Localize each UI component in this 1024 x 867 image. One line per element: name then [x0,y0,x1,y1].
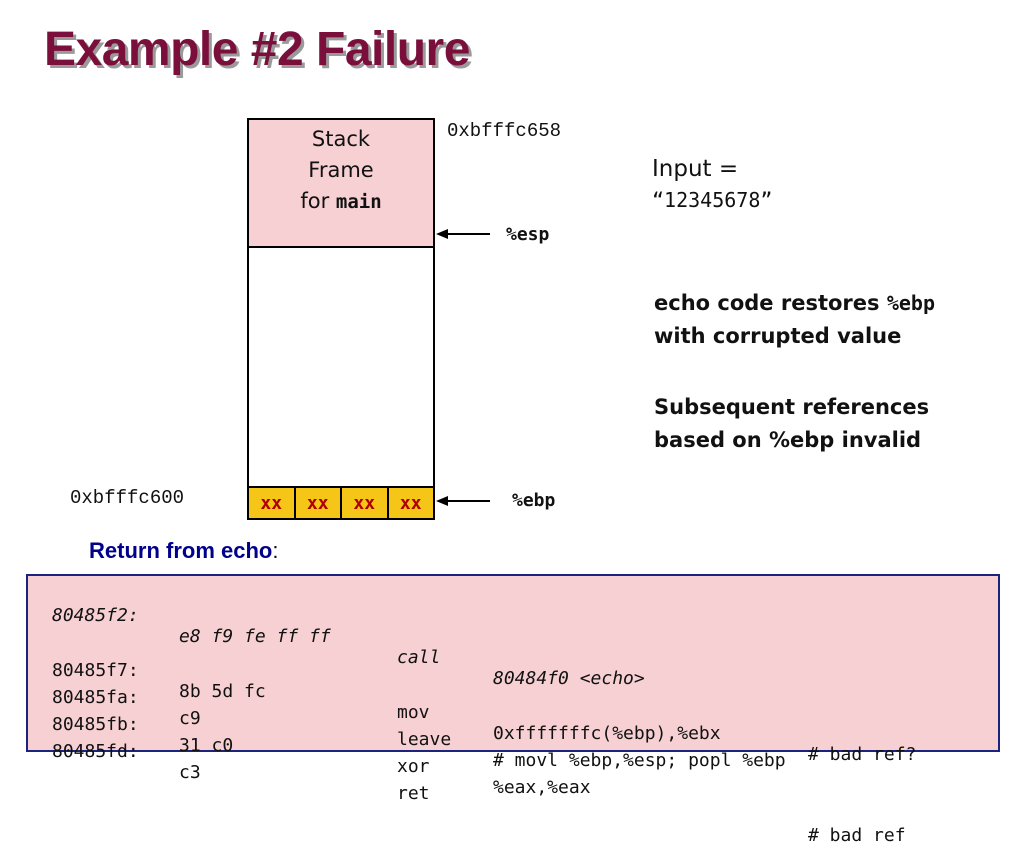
code-opcode: call [397,647,441,668]
ebp-label: %ebp [512,490,556,511]
code-address: 80485fd: [52,741,139,762]
note-restore-line1: echo code restores %ebp [654,287,935,320]
code-bytes: 31 c0 [179,735,234,756]
code-address: 80485fa: [52,687,139,708]
code-bytes: e8 f9 fe ff ff [179,626,331,647]
code-bytes: c9 [179,708,201,729]
slide-title: Example #2 Failure [44,23,470,76]
code-args: 80484f0 <echo> [493,668,645,689]
esp-arrow-icon [436,229,490,239]
note-invalid-line2: based on %ebp invalid [654,428,922,452]
buffer-cells: xx xx xx xx [249,486,433,518]
frame-label-line3: for main [249,186,433,218]
note-restore-register: %ebp [886,291,935,315]
code-line: 80485f2: e8 f9 fe ff ff call 80484f0 <ec… [52,584,645,731]
input-label-text: Input = [652,156,739,182]
code-line: 80485fd: c3 ret # bad ref [52,720,906,867]
code-opcode: ret [397,783,430,804]
frame-label-for: for [300,189,336,213]
note-invalid-line1: Subsequent references [654,395,930,419]
esp-label: %esp [506,224,550,245]
code-args: 0xfffffffc(%ebp),%ebx [493,723,721,744]
return-label-strong: Return from echo [89,538,273,563]
code-line: 80485f7: 8b 5d fc mov 0xfffffffc(%ebp),%… [52,639,916,786]
code-opcode: xor [397,756,430,777]
note-invalid: Subsequent references based on %ebp inva… [654,391,929,457]
buffer-cell: xx [249,486,296,518]
code-args: # movl %ebp,%esp; popl %ebp [493,750,786,771]
input-value: “12345678” [652,188,773,212]
code-line: 80485fa: c9 leave # movl %ebp,%esp; popl… [52,666,786,813]
stack-frame-main: Stack Frame for main [249,120,433,248]
code-comment: # bad ref? [808,744,917,765]
code-comment: # bad ref [808,825,906,846]
note-restore-line2: with corrupted value [654,324,902,348]
code-bytes: 8b 5d fc [179,681,266,702]
code-address: 80485f2: [52,605,139,626]
code-opcode: leave [397,729,452,750]
buffer-cell: xx [342,486,389,518]
bottom-address: 0xbfffc600 [70,487,185,509]
code-address: 80485fb: [52,714,139,735]
input-label: Input = “12345678” [652,154,772,216]
top-address: 0xbfffc658 [447,120,562,142]
disassembly-box: 80485f2: e8 f9 fe ff ff call 80484f0 <ec… [26,574,1000,846]
code-args: %eax,%eax [493,777,591,798]
return-label-colon: : [272,538,279,563]
frame-label-line2: Frame [308,158,374,182]
code-address: 80485f7: [52,660,139,681]
return-label: Return from echo: [89,538,278,564]
note-restore-text: echo code restores [654,291,887,315]
frame-label-main: main [335,191,382,213]
code-opcode: mov [397,702,430,723]
buffer-cell: xx [388,486,433,518]
stack-diagram: Stack Frame for main xx xx xx xx [247,118,435,520]
note-restore: echo code restores %ebp with corrupted v… [654,287,935,353]
frame-label-line1: Stack [311,127,371,151]
buffer-cell: xx [295,486,342,518]
code-bytes: c3 [179,762,201,783]
ebp-arrow-icon [436,496,490,506]
